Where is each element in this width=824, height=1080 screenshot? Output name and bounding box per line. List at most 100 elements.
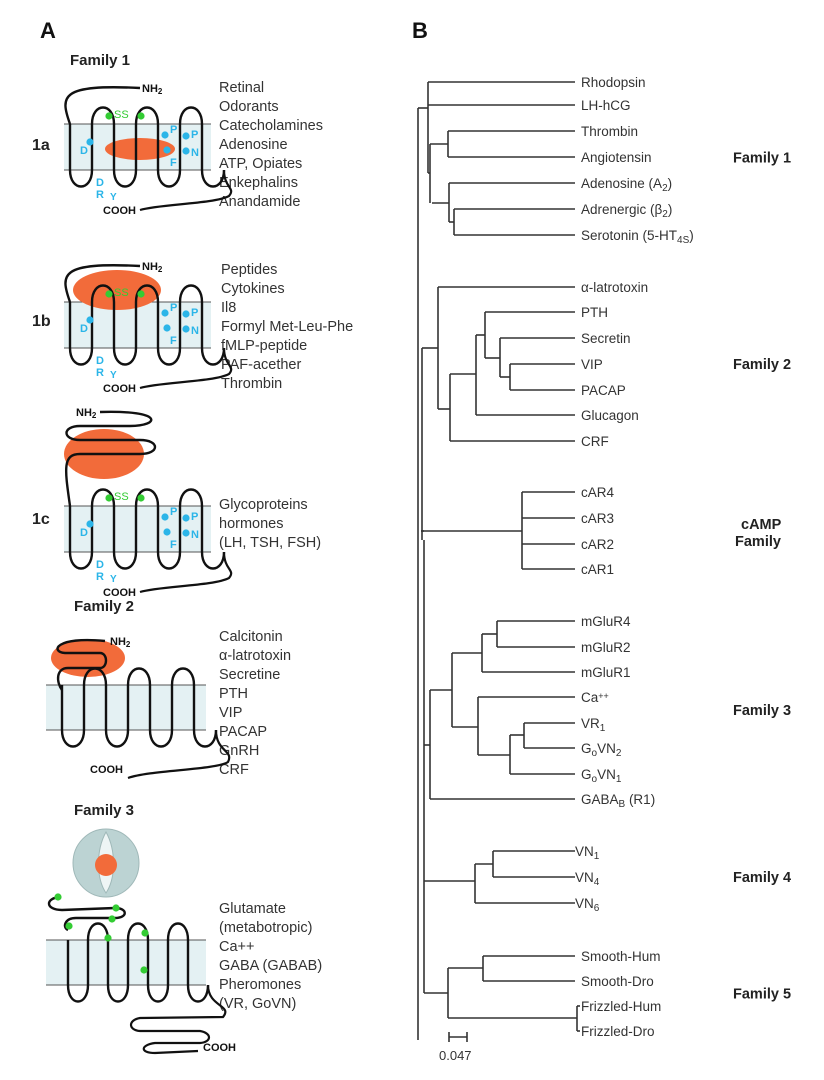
- disulfide-dot: [137, 494, 145, 502]
- leaf-label: VN4: [575, 870, 600, 888]
- ligand-list-family-2: Calcitonin α-latrotoxin Secretine PTH VI…: [219, 628, 291, 780]
- disulfide-dot: [137, 112, 145, 120]
- leaf-label: VIP: [581, 357, 603, 372]
- ligand-list-1c: Glycoproteins hormones (LH, TSH, FSH): [219, 496, 321, 553]
- label-part: (R1): [625, 792, 655, 807]
- residue-label: R: [96, 189, 104, 201]
- family-2-title: Family 2: [74, 598, 135, 615]
- ligand: Adenosine: [219, 137, 288, 153]
- cysteine-dot: [54, 893, 62, 901]
- residue-label: P: [191, 129, 198, 141]
- label-part: ++: [598, 691, 609, 701]
- cysteine-dot: [65, 922, 73, 930]
- residue-label: Y: [110, 574, 117, 585]
- transmembrane-helices: [68, 106, 226, 188]
- leaf-label: CRF: [581, 434, 609, 449]
- ligand: Anandamide: [219, 194, 301, 210]
- label-part: o: [592, 748, 598, 759]
- leaf-label: VR1: [581, 716, 606, 734]
- label-part: VN: [575, 870, 594, 885]
- family-label: Family 4: [733, 870, 791, 886]
- c-terminus: [127, 729, 231, 780]
- residue-label: N: [191, 325, 199, 337]
- ligand: (VR, GoVN): [219, 996, 297, 1012]
- label-part: VR: [581, 716, 600, 731]
- cooh-label: COOH: [103, 383, 136, 395]
- ligand: (LH, TSH, FSH): [219, 535, 322, 551]
- label-part: Ca: [581, 690, 599, 705]
- label-part: o: [592, 774, 598, 785]
- family-label: Family 1: [733, 150, 791, 166]
- subtype-1a-label: 1a: [32, 137, 50, 154]
- nh2-part: NH: [142, 261, 158, 273]
- disulfide-dot: [105, 290, 113, 298]
- residue-dot: [86, 520, 94, 528]
- label-part: VN: [575, 844, 594, 859]
- nh2-part: NH: [76, 407, 92, 419]
- leaf-label: Glucagon: [581, 408, 639, 423]
- membrane-band: [46, 685, 206, 730]
- family-label: cAMP: [741, 517, 782, 533]
- cooh-label: COOH: [90, 764, 123, 776]
- n-terminus: [47, 895, 126, 932]
- c-terminus: [139, 551, 233, 594]
- residue-label: P: [191, 511, 198, 523]
- ligand: Calcitonin: [219, 629, 283, 645]
- label-part: VN: [597, 741, 616, 756]
- leaf-label: mGluR1: [581, 665, 631, 680]
- residue-label: P: [170, 124, 177, 136]
- residue-dot: [182, 529, 190, 537]
- ligand-list-family-3: Glutamate (metabotropic) Ca++ GABA (GABA…: [219, 900, 322, 1014]
- disulfide-label: SS: [114, 287, 129, 299]
- ligand-list-1b: Peptides Cytokines Il8 Formyl Met-Leu-Ph…: [221, 261, 353, 394]
- ligand: (metabotropic): [219, 920, 313, 936]
- residue-label: D: [96, 559, 104, 571]
- label-part: Serotonin (5-HT: [581, 228, 677, 243]
- residue-label: Y: [110, 192, 117, 203]
- transmembrane-helices: [68, 488, 226, 570]
- leaf-label: GABAB (R1): [581, 792, 655, 810]
- family-1-title: Family 1: [70, 52, 131, 69]
- residue-label: Y: [110, 370, 117, 381]
- family-3-title: Family 3: [74, 802, 135, 819]
- leaf-label: Serotonin (5-HT4S): [581, 228, 694, 246]
- residue-label: P: [170, 302, 177, 314]
- leaf-label: Secretin: [581, 331, 631, 346]
- ligand: VIP: [219, 705, 243, 721]
- ligand: Glycoproteins: [219, 497, 308, 513]
- leaf-label: Adenosine (A2): [581, 176, 672, 194]
- leaf-label: Thrombin: [581, 124, 638, 139]
- residue-label: D: [80, 323, 88, 335]
- nh2-sub: 2: [158, 265, 163, 274]
- nh2-label: NH2: [110, 636, 131, 649]
- leaf-label: Angiotensin: [581, 150, 652, 165]
- label-part: ): [668, 202, 673, 217]
- label-part: 1: [616, 774, 622, 785]
- label-part: 1: [600, 723, 606, 734]
- label-part: GABA: [581, 792, 619, 807]
- nh2-label: NH2: [142, 261, 163, 274]
- leaf-label: Rhodopsin: [581, 75, 646, 90]
- ligand: α-latrotoxin: [219, 648, 292, 664]
- leaf-label: mGluR4: [581, 614, 631, 629]
- label-part: 2: [662, 183, 668, 194]
- leaf-label: cAR2: [581, 537, 614, 552]
- residue-label: N: [191, 147, 199, 159]
- residue-dot: [86, 316, 94, 324]
- residue-label: F: [170, 157, 177, 169]
- residue-dot: [163, 146, 171, 154]
- label-part: VN: [597, 767, 616, 782]
- ligand: hormones: [219, 516, 284, 532]
- transmembrane-helices: [60, 667, 218, 748]
- residue-label: R: [96, 367, 104, 379]
- ligand-pocket: [73, 270, 161, 310]
- transmembrane-helices: [66, 922, 210, 1003]
- residue-label: P: [170, 506, 177, 518]
- ligand: CRF: [219, 762, 249, 778]
- ligand-list-1a: Retinal Odorants Catecholamines Adenosin…: [219, 79, 323, 212]
- ligand: Peptides: [221, 262, 278, 278]
- leaf-label: cAR3: [581, 511, 614, 526]
- leaf-label: Frizzled-Dro: [581, 1024, 655, 1039]
